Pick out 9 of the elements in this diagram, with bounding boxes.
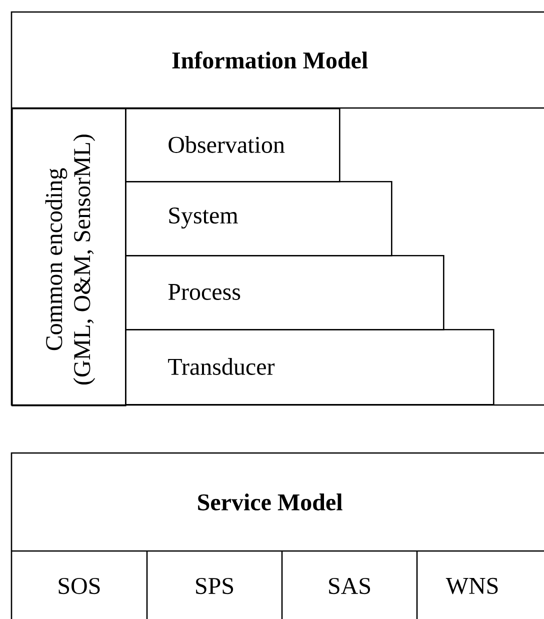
- layer-box: System: [125, 181, 392, 256]
- service-cell: SOS: [58, 551, 148, 619]
- service-cell: WNS: [446, 578, 498, 594]
- layer-box: Transducer: [125, 329, 494, 406]
- layer-box: Process: [125, 255, 444, 330]
- service-cell: SPS: [196, 551, 283, 619]
- service-cell: SAS: [329, 551, 418, 619]
- layer-box: Observation: [125, 108, 340, 182]
- encoding-column: Common encoding (GML, O&M, SensorML): [12, 108, 126, 406]
